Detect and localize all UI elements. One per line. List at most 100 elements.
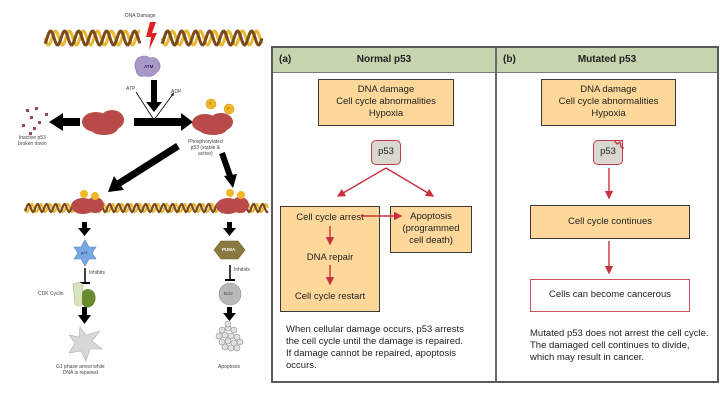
apoptotic-body — [218, 326, 226, 334]
description-line: When cellular damage occurs, p53 arrests — [286, 324, 464, 335]
cdk-cyclin-icon — [72, 282, 96, 308]
arrow-to-apoptosis — [227, 307, 232, 314]
label-inhibits-right: Inhibits — [234, 267, 250, 273]
arrow-atm-down-head — [146, 102, 162, 112]
label-line: p53 (stable & — [190, 145, 221, 151]
puma-hexagon-icon — [213, 240, 246, 260]
arrow-to-p21-head — [78, 228, 91, 236]
label-line: DNA is repaired — [62, 370, 98, 376]
description-line: The damaged cell continues to divide, — [530, 340, 690, 351]
step-cell-cycle-arrest: Cell cycle arrest — [296, 212, 364, 223]
panel-divider — [495, 48, 497, 381]
p53-protein-icon — [82, 110, 124, 135]
description-line: occurs. — [286, 360, 317, 371]
phosphate-icon — [205, 98, 235, 115]
apoptotic-body — [215, 332, 223, 340]
arrow-to-puma-branch — [219, 152, 233, 177]
apoptotic-body — [236, 338, 244, 346]
panel-b-title: Mutated p53 — [577, 54, 637, 65]
label-line: G1 phase arrest while — [56, 364, 105, 370]
apoptotic-body — [221, 343, 229, 351]
arrow-to-phospho — [134, 118, 182, 126]
flow-arrows — [325, 139, 625, 286]
apoptotic-body — [227, 344, 235, 352]
panel-a-header: (a) Normal p53 — [273, 48, 495, 73]
label-cdk-cyclin: CDK Cyclin — [38, 291, 64, 297]
label-line: broken down — [18, 141, 47, 147]
arrow-to-puma — [227, 222, 232, 229]
apoptosis-line: Apoptosis — [410, 211, 452, 222]
panel-a-description: When cellular damage occurs, p53 arrests… — [286, 324, 464, 372]
label-puma: PUMA — [222, 247, 236, 252]
panel-a-title: Normal p53 — [356, 54, 412, 65]
step-dna-repair: DNA repair — [306, 252, 354, 263]
lightning-bolt-icon — [146, 22, 157, 50]
arrow-to-puma-branch-head — [224, 174, 237, 188]
atp-line — [135, 91, 155, 121]
panel-b-tag: (b) — [503, 54, 516, 65]
description-line: the cell cycle until the damage is repai… — [286, 336, 463, 347]
p53-pathway-illustration — [22, 22, 270, 362]
trigger-dna-damage: DNA damage — [357, 84, 415, 95]
arrow-to-g1-head — [78, 315, 91, 324]
arrow-to-g1 — [82, 307, 87, 316]
panel-a-apoptosis-box: Apoptosis (programmed cell death) — [390, 206, 472, 253]
panel-a-arrest-box: Cell cycle arrest DNA repair Cell cycle … — [280, 206, 380, 312]
panel-b-continues-box: Cell cycle continues — [530, 205, 690, 239]
label-atp: ATP — [126, 86, 136, 92]
panel-a-tag: (a) — [279, 54, 292, 65]
apoptotic-body — [221, 331, 229, 339]
apoptotic-body — [224, 337, 232, 345]
p53-bound-left-icon — [71, 190, 104, 214]
panel-b-cancerous-box: Cells can become cancerous — [530, 279, 690, 312]
apoptotic-body — [233, 333, 241, 341]
trigger-hypoxia: Hypoxia — [591, 108, 626, 119]
p53-comparison-table: (a) Normal p53 (b) Mutated p53 DNA damag… — [271, 46, 719, 383]
arrow-to-phospho-head — [181, 113, 193, 131]
trigger-cell-cycle-abnormalities: Cell cycle abnormalities — [558, 96, 659, 107]
adp-line — [153, 92, 174, 121]
arrow-atm-down — [151, 80, 157, 102]
bcl2-icon — [218, 282, 242, 306]
p53-fragments-icon — [22, 107, 48, 135]
panel-a-p53-box: p53 — [371, 140, 401, 165]
label-line: Inactive p53 — [18, 135, 46, 141]
arrow-to-apoptosis-head — [223, 313, 236, 321]
trigger-cell-cycle-abnormalities: Cell cycle abnormalities — [336, 96, 436, 107]
apoptotic-body — [233, 344, 241, 352]
label-line: Phosphorylated — [188, 139, 223, 145]
label-g1-arrest: G1 phase arrest while DNA is repaired — [56, 364, 105, 376]
trigger-hypoxia: Hypoxia — [368, 108, 404, 119]
label-p21: p21 — [81, 250, 88, 255]
label-apoptosis: Apoptosis — [218, 364, 240, 370]
trigger-dna-damage: DNA damage — [580, 84, 637, 95]
label-dna-damage: DNA Damage — [125, 13, 156, 19]
phosphate-label: P — [227, 106, 230, 111]
apoptotic-body — [230, 326, 238, 334]
phosphorylated-p53-icon — [192, 113, 233, 135]
label-inactive-p53: Inactive p53 broken down — [18, 135, 47, 147]
arrested-cell-icon — [68, 326, 103, 362]
p21-star-icon — [73, 239, 97, 267]
arrow-to-inactive-head — [49, 113, 63, 131]
panel-b-mutated-p53-box: p53 — [593, 140, 623, 165]
description-line: If damage cannot be repaired, apoptosis — [286, 348, 457, 359]
description-line: Mutated p53 does not arrest the cell cyc… — [530, 328, 709, 339]
label-atm: ATM — [144, 64, 154, 69]
mutation-tear-icon — [613, 139, 625, 149]
arrow-to-p21-branch-head — [108, 176, 124, 192]
label-phosphorylated-p53: Phosphorylated p53 (stable & active) — [188, 139, 223, 157]
arrow-p53-to-apoptosis — [385, 167, 435, 197]
label-line: active) — [198, 151, 213, 157]
arrow-to-inactive — [62, 118, 80, 126]
apoptosis-line: cell death) — [409, 235, 453, 246]
label-adp: ADP — [171, 89, 182, 95]
label-bcl2: Bcl2 — [224, 291, 233, 296]
atm-protein-icon — [134, 55, 161, 77]
arrow-to-puma-head — [223, 228, 236, 236]
apoptotic-body — [224, 320, 232, 328]
arrow-p53-to-arrest — [336, 167, 387, 197]
description-line: which may result in cancer. — [530, 352, 645, 363]
phosphate-label: P — [209, 101, 212, 106]
panel-a-triggers-box: DNA damage Cell cycle abnormalities Hypo… — [318, 79, 454, 126]
